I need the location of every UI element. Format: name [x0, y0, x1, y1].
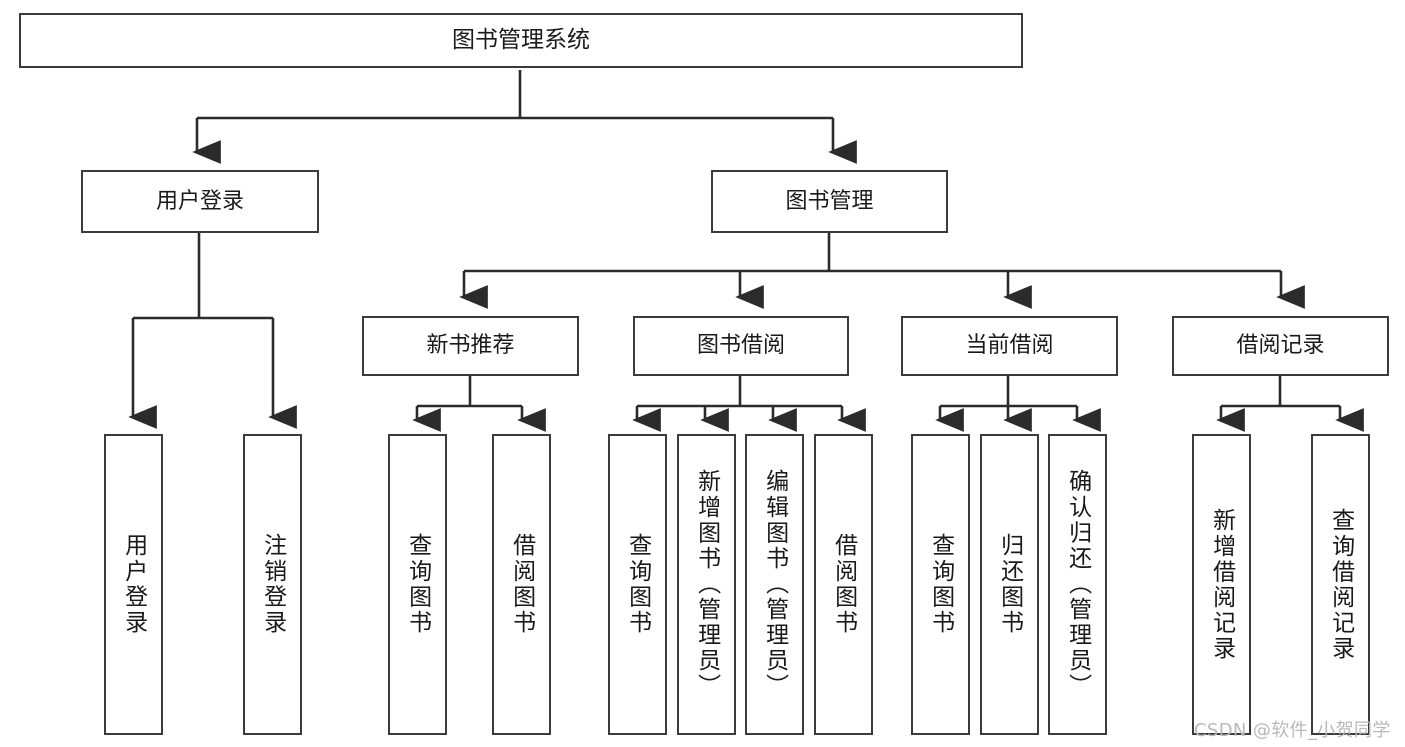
- node-leaf-return-book[interactable]: 归还图书: [980, 434, 1039, 735]
- node-user-login[interactable]: 用户登录: [81, 170, 319, 233]
- node-borrow-record[interactable]: 借阅记录: [1172, 316, 1389, 376]
- node-label: 查询图书: [404, 533, 431, 636]
- node-label: 新增图书（管理员）: [693, 469, 720, 700]
- node-leaf-borrow-book-2[interactable]: 借阅图书: [814, 434, 873, 735]
- node-label: 确认归还（管理员）: [1064, 469, 1091, 700]
- node-label: 借阅图书: [830, 533, 857, 636]
- node-leaf-confirm-return[interactable]: 确认归还（管理员）: [1048, 434, 1107, 735]
- node-new-book-recommend[interactable]: 新书推荐: [362, 316, 579, 376]
- node-label: 新书推荐: [426, 333, 515, 359]
- node-label: 查询图书: [624, 533, 651, 636]
- node-root-book-management-system[interactable]: 图书管理系统: [19, 13, 1023, 68]
- node-label: 查询借阅记录: [1327, 507, 1354, 662]
- node-label: 当前借阅: [965, 333, 1054, 359]
- node-leaf-borrow-book-1[interactable]: 借阅图书: [492, 434, 551, 735]
- node-label: 查询图书: [927, 533, 954, 636]
- csdn-watermark: CSDN @软件_小贺同学: [1194, 720, 1391, 741]
- node-leaf-query-book-2[interactable]: 查询图书: [608, 434, 667, 735]
- node-label: 图书管理: [785, 188, 874, 214]
- node-leaf-query-book-1[interactable]: 查询图书: [388, 434, 447, 735]
- node-leaf-user-login[interactable]: 用户登录: [104, 434, 163, 735]
- node-leaf-add-record[interactable]: 新增借阅记录: [1192, 434, 1251, 735]
- node-label: 借阅图书: [508, 533, 535, 636]
- node-leaf-query-book-3[interactable]: 查询图书: [911, 434, 970, 735]
- node-label: 新增借阅记录: [1208, 507, 1235, 662]
- node-label: 编辑图书（管理员）: [761, 469, 788, 700]
- node-label: 注销登录: [259, 533, 286, 636]
- node-leaf-query-record[interactable]: 查询借阅记录: [1311, 434, 1370, 735]
- node-current-borrow[interactable]: 当前借阅: [901, 316, 1118, 376]
- node-leaf-add-book[interactable]: 新增图书（管理员）: [677, 434, 736, 735]
- node-leaf-edit-book[interactable]: 编辑图书（管理员）: [745, 434, 804, 735]
- node-label: 用户登录: [120, 533, 147, 636]
- node-label: 归还图书: [996, 533, 1023, 636]
- node-label: 图书管理系统: [452, 27, 590, 54]
- node-label: 用户登录: [155, 188, 244, 214]
- node-leaf-logout-login[interactable]: 注销登录: [243, 434, 302, 735]
- node-label: 图书借阅: [696, 333, 785, 359]
- node-label: 借阅记录: [1236, 333, 1325, 359]
- node-book-borrow[interactable]: 图书借阅: [633, 316, 849, 376]
- node-book-management[interactable]: 图书管理: [711, 170, 948, 233]
